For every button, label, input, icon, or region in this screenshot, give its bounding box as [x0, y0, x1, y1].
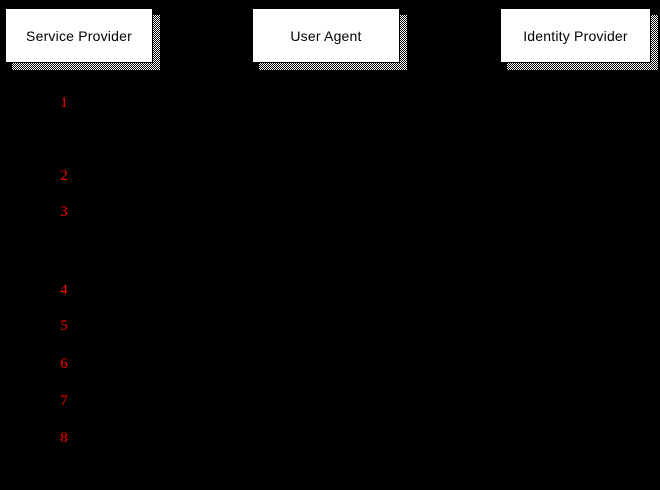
arrowhead-icon [78, 100, 84, 106]
participant-identity-provider[interactable]: Identity Provider [500, 8, 658, 70]
participant-label-identity-provider: Identity Provider [523, 27, 628, 44]
message-5 [78, 323, 326, 329]
step-number-2: 2 [60, 168, 68, 184]
step-number-8: 8 [60, 430, 68, 446]
participant-box: Identity Provider [500, 8, 651, 63]
participant-box: Service Provider [5, 8, 153, 63]
message-6 [79, 361, 327, 367]
message-1 [78, 100, 326, 106]
lifeline-user-agent [326, 70, 327, 478]
step-number-6: 6 [60, 356, 68, 372]
arrowhead-icon [78, 398, 84, 404]
arrowhead-icon [570, 209, 576, 215]
arrowhead-icon [325, 287, 331, 293]
arrowhead-icon [321, 361, 327, 367]
arrowhead-icon [321, 173, 327, 179]
step-number-5: 5 [60, 318, 68, 334]
message-4 [325, 287, 575, 293]
participant-label-user-agent: User Agent [290, 27, 362, 44]
lifeline-identity-provider [575, 70, 576, 478]
message-2 [79, 173, 327, 179]
participant-user-agent[interactable]: User Agent [252, 8, 407, 70]
participant-label-service-provider: Service Provider [26, 27, 132, 44]
step-number-4: 4 [60, 282, 68, 298]
arrowhead-icon [78, 323, 84, 329]
lifeline-service-provider [79, 70, 80, 478]
arrowhead-icon [321, 435, 327, 441]
step-number-3: 3 [60, 204, 68, 220]
participant-service-provider[interactable]: Service Provider [5, 8, 160, 70]
participant-box: User Agent [252, 8, 400, 63]
message-3 [326, 209, 576, 215]
step-number-1: 1 [60, 95, 68, 111]
message-7 [78, 398, 326, 404]
message-8 [79, 435, 327, 441]
step-number-7: 7 [60, 393, 68, 409]
